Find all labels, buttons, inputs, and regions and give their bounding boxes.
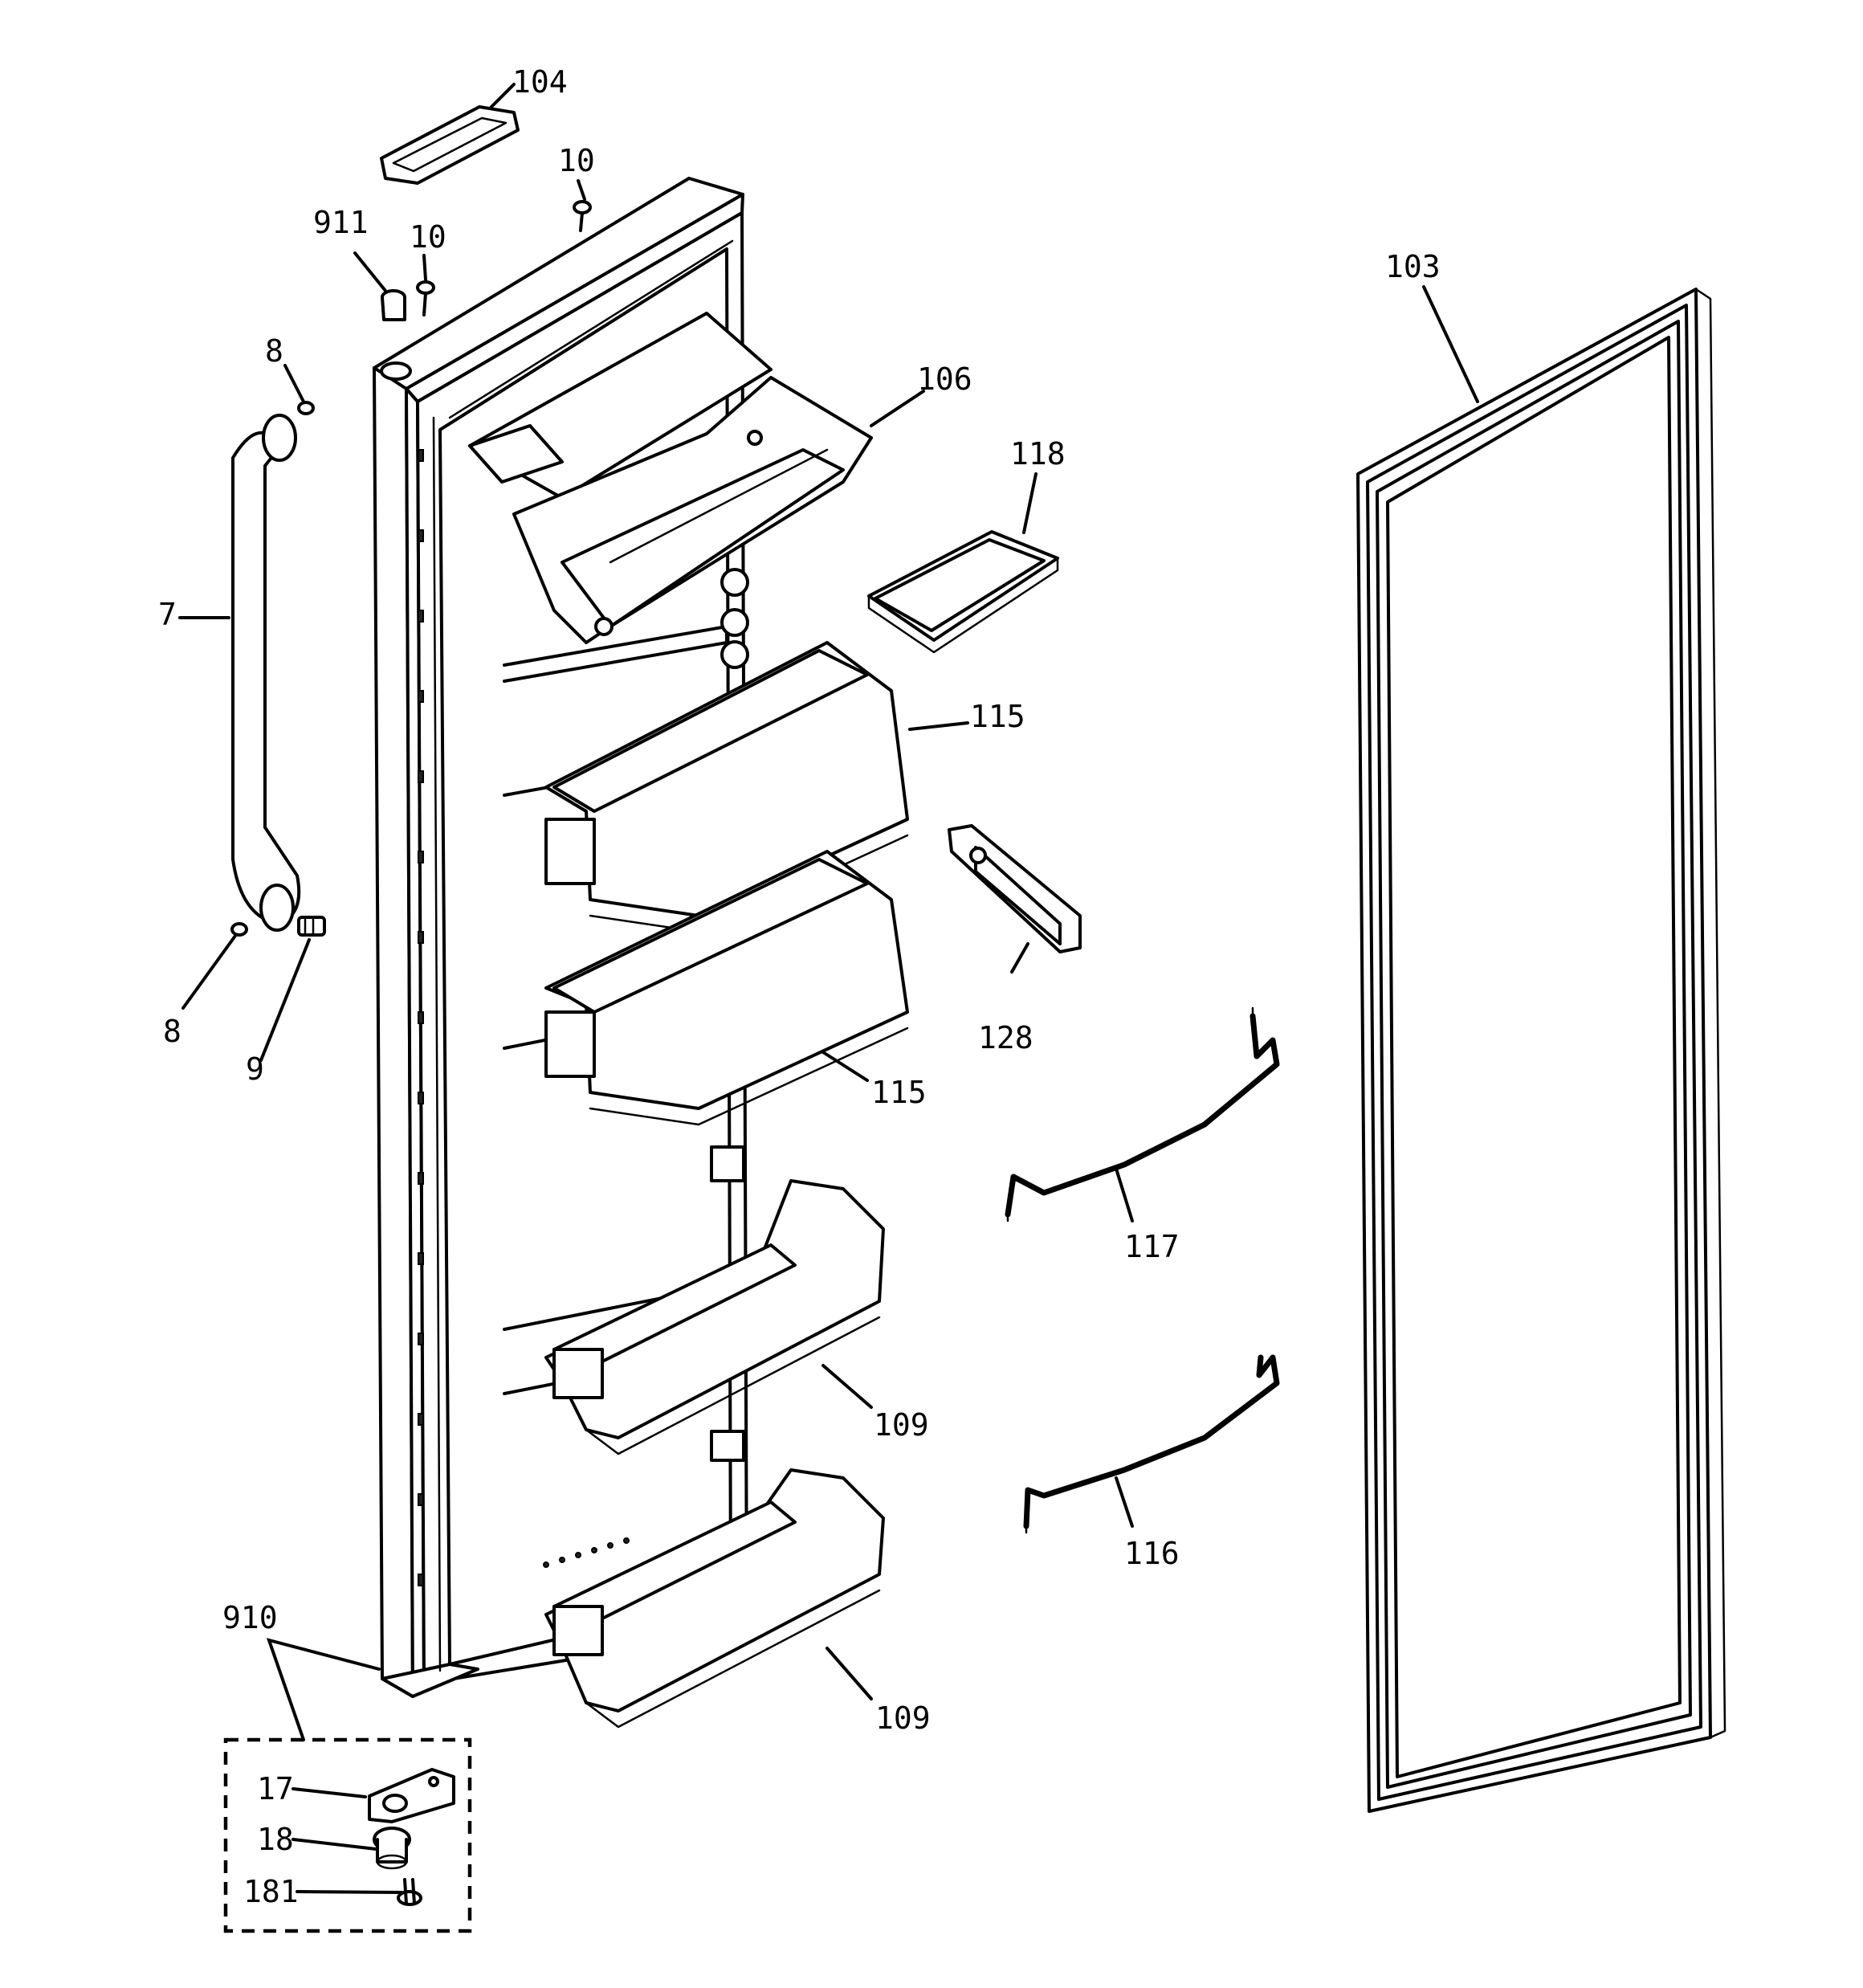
handle-7 [231, 414, 301, 932]
door-bin-109-lower [544, 1468, 885, 1729]
leader-128 [1010, 942, 1029, 974]
callout-116: 116 [1124, 1536, 1180, 1571]
callout-910: 910 [222, 1600, 278, 1635]
leader-lines [178, 83, 1479, 1894]
leader-10-top [577, 179, 586, 201]
leader-910 [266, 1638, 381, 1741]
leader-109-upper [821, 1364, 873, 1409]
door-liner-detail [432, 416, 442, 1672]
rail-116 [1023, 1354, 1280, 1534]
leader-106 [870, 390, 925, 427]
liner-vent-dots [543, 1537, 630, 1568]
screw-8-bottom [230, 922, 248, 937]
callout-109-lower: 109 [875, 1700, 931, 1736]
leader-104 [488, 83, 516, 110]
callout-115-lower: 115 [871, 1075, 927, 1110]
callout-10-left: 10 [410, 219, 446, 255]
leader-118 [1022, 472, 1037, 534]
callout-18: 18 [257, 1822, 294, 1857]
kit-910 [223, 1737, 472, 1933]
callout-10-top: 10 [558, 143, 595, 178]
liner-clip [710, 1430, 745, 1462]
door-liner-detail [448, 239, 734, 419]
screw-8-top [297, 401, 315, 415]
callout-7: 7 [158, 597, 177, 632]
door-bin-115-lower [544, 850, 909, 1126]
leader-911 [353, 251, 387, 292]
callout-labels: 104 10 911 10 8 7 8 9 103 106 118 115 12… [158, 64, 1441, 1909]
leader-17 [291, 1787, 367, 1798]
dairy-compartment-106 [468, 312, 873, 669]
door-bottom-edge [381, 1663, 479, 1698]
gasket-dimples [418, 449, 424, 1586]
callout-128: 128 [978, 1020, 1033, 1055]
liner-clip [710, 1145, 745, 1182]
leader-10-left [422, 254, 427, 281]
callout-104: 104 [512, 64, 568, 100]
cover-128 [948, 824, 1082, 953]
screw-10-top [573, 200, 592, 232]
callout-17: 17 [257, 1771, 294, 1806]
screw-10-left [416, 280, 435, 316]
liner-rail [503, 625, 728, 683]
door-gasket-103 [1356, 288, 1726, 1813]
callout-8-bottom: 8 [163, 1014, 181, 1049]
callout-181: 181 [243, 1874, 299, 1909]
bushing-18 [373, 1827, 411, 1870]
spacer-911 [381, 289, 406, 321]
callout-9: 9 [246, 1051, 264, 1087]
tray-118 [867, 530, 1059, 654]
leader-117 [1115, 1167, 1134, 1223]
rail-117 [1005, 1006, 1280, 1223]
callout-118: 118 [1010, 436, 1066, 471]
callout-106: 106 [917, 361, 972, 397]
leader-109-lower [826, 1647, 873, 1700]
hinge-17 [368, 1768, 455, 1823]
leader-9 [259, 938, 311, 1062]
callout-911: 911 [313, 205, 369, 240]
leader-115-lower [821, 1051, 869, 1082]
screw-9 [297, 916, 326, 937]
leader-116 [1115, 1476, 1134, 1528]
callout-117: 117 [1124, 1229, 1180, 1264]
leader-103 [1422, 285, 1479, 403]
dairy-door-tab [468, 424, 564, 484]
leader-8-bottom [181, 934, 237, 1010]
callout-103: 103 [1385, 249, 1441, 284]
callout-115-upper: 115 [970, 699, 1025, 734]
leader-115-upper [908, 721, 969, 731]
callout-109-upper: 109 [874, 1407, 929, 1443]
leader-18 [291, 1838, 377, 1851]
top-hinge-hole [380, 361, 412, 381]
hinge-cover-104 [380, 105, 520, 185]
screw-181 [397, 1878, 422, 1906]
callout-8-top: 8 [265, 333, 283, 369]
leader-8-top [283, 364, 305, 403]
door-bin-109-upper [544, 1179, 885, 1455]
